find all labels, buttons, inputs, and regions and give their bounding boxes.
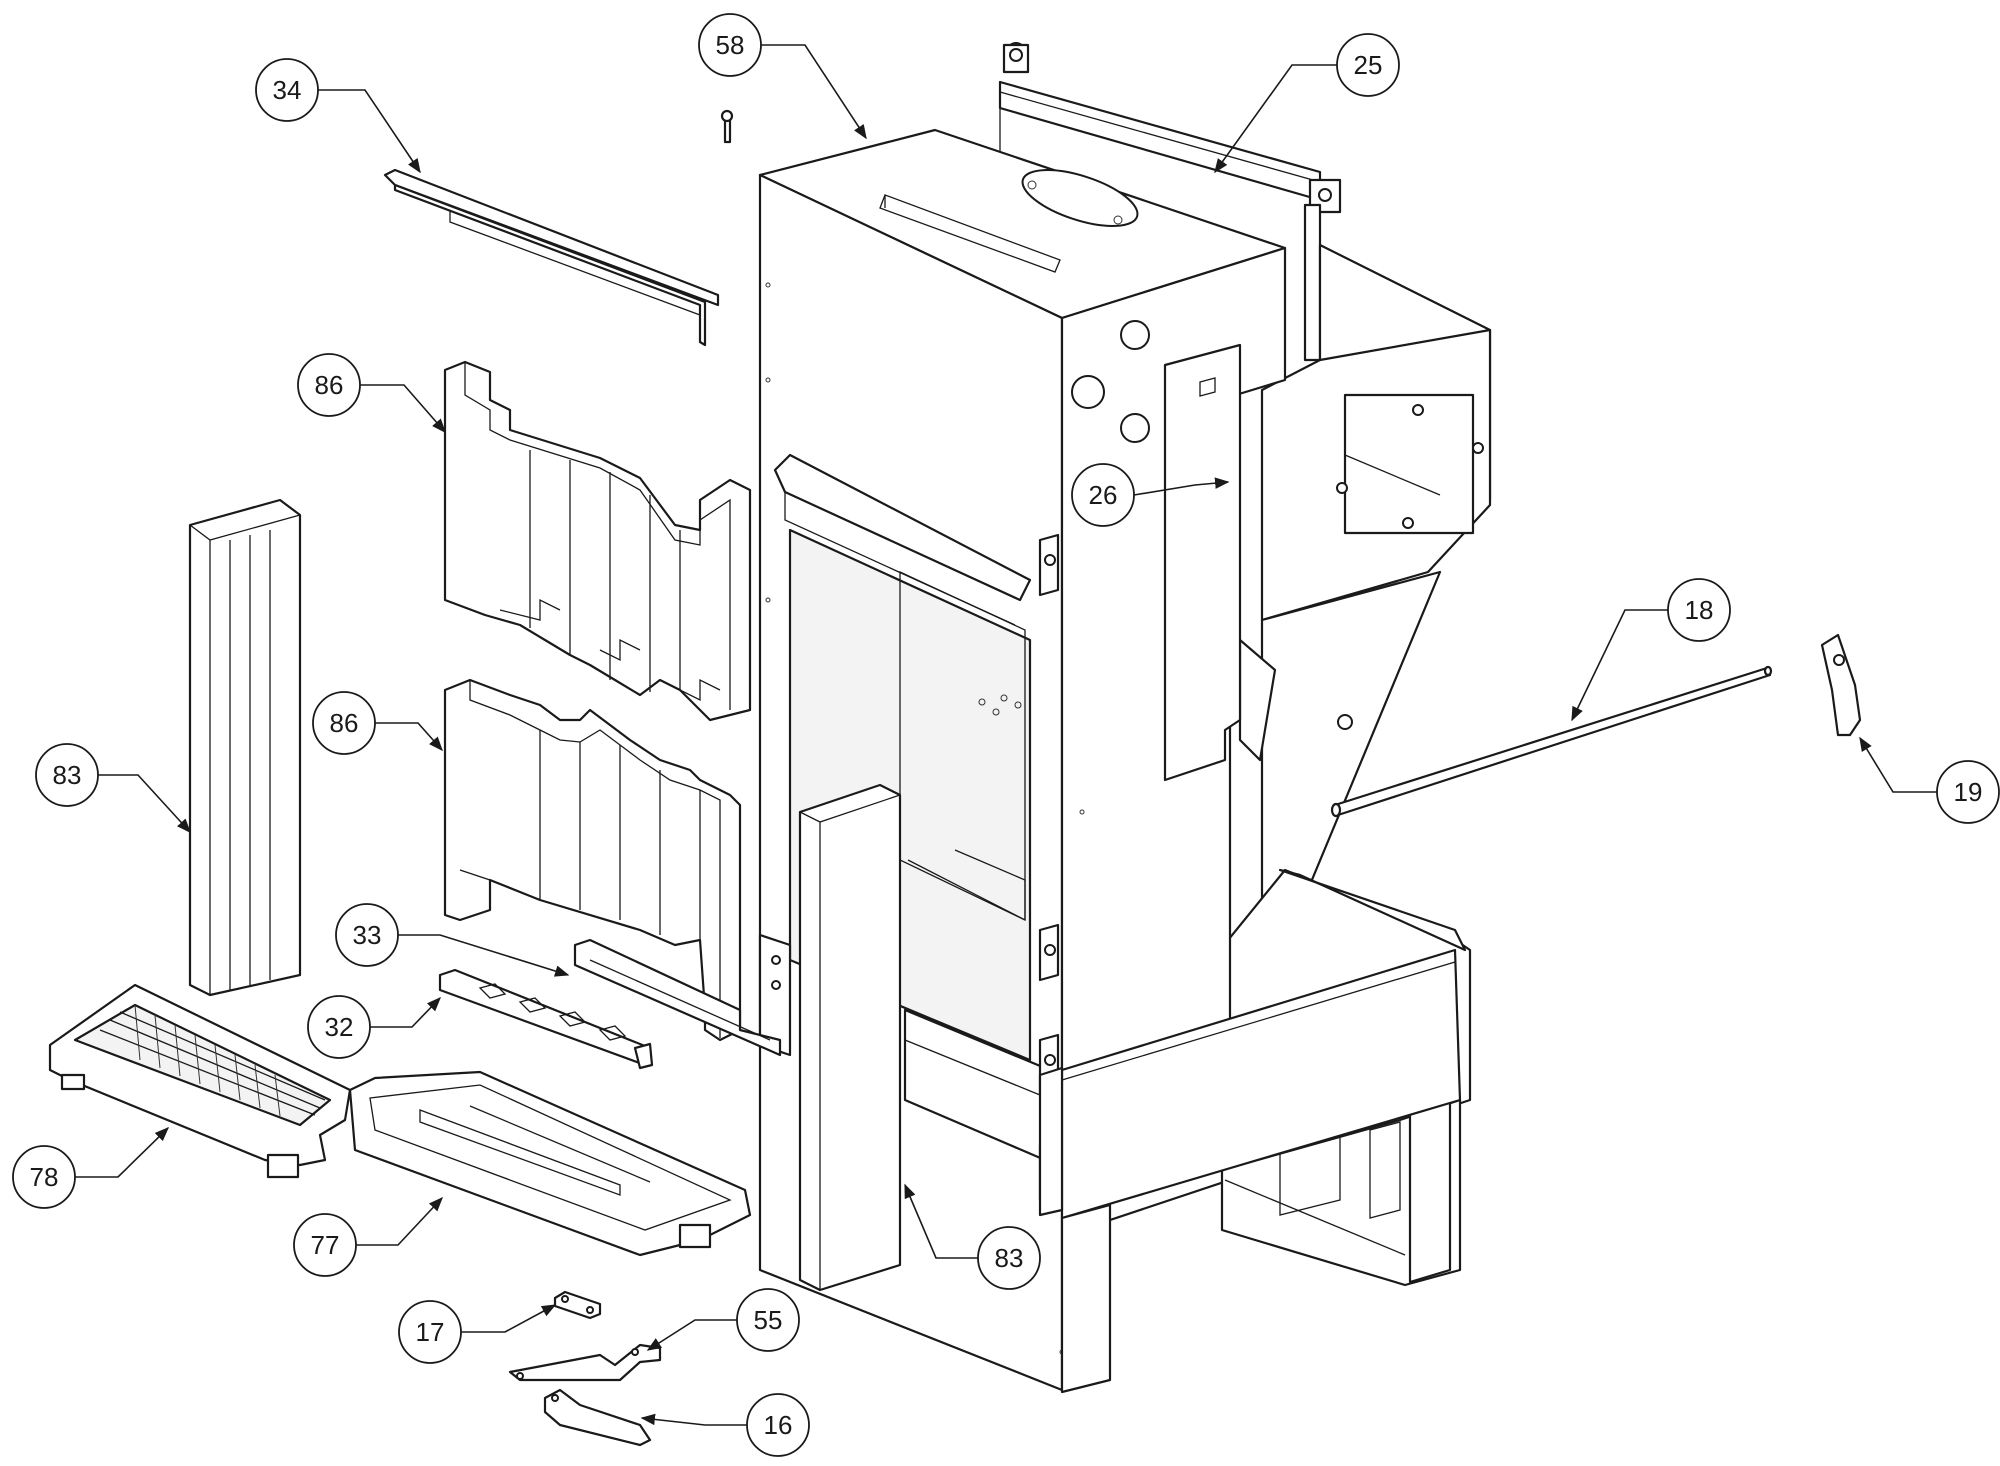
side-panel-part-83-front — [798, 783, 902, 1292]
small-plate-part-17 — [553, 1290, 602, 1320]
callout-55-label: 55 — [754, 1305, 783, 1335]
callout-58-label: 58 — [716, 30, 745, 60]
callout-17: 17 — [398, 1300, 557, 1364]
callout-26: 26 — [1071, 463, 1230, 527]
side-panel-part-83-left — [188, 498, 302, 997]
callout-83-left-label: 83 — [53, 760, 82, 790]
callout-33: 33 — [335, 903, 570, 977]
callout-86-lower: 86 — [312, 691, 443, 755]
callout-78-label: 78 — [30, 1162, 59, 1192]
rod-part-18 — [1330, 665, 1773, 818]
callout-32-label: 32 — [325, 1012, 354, 1042]
lower-liner-part-86 — [443, 678, 742, 1042]
callout-83-front-label: 83 — [995, 1243, 1024, 1273]
callout-25-label: 25 — [1354, 50, 1383, 80]
callout-32: 32 — [307, 995, 442, 1059]
callout-18-label: 18 — [1685, 595, 1714, 625]
upper-liner-part-86 — [443, 360, 752, 722]
callout-86-lower-label: 86 — [330, 708, 359, 738]
rail-part-33 — [573, 938, 782, 1057]
callout-83-left: 83 — [35, 743, 191, 834]
callout-77: 77 — [293, 1196, 443, 1277]
callout-18: 18 — [1571, 578, 1731, 722]
plate-part-16 — [543, 1388, 652, 1447]
callout-86-upper-label: 86 — [315, 370, 344, 400]
ash-grate-part-78 — [48, 983, 352, 1179]
callout-25: 25 — [1214, 33, 1400, 174]
callout-17-label: 17 — [416, 1317, 445, 1347]
callout-86-upper: 86 — [297, 353, 446, 434]
callout-34-label: 34 — [273, 75, 302, 105]
bracket-part-55 — [508, 1343, 662, 1382]
grate-bracket-part-32 — [438, 968, 654, 1070]
top-deflector-part-34 — [383, 168, 720, 347]
main-body-part-58 — [758, 128, 1462, 1394]
callout-19-label: 19 — [1954, 777, 1983, 807]
callout-55: 55 — [646, 1288, 800, 1352]
screw — [720, 109, 734, 144]
callout-58: 58 — [698, 13, 867, 140]
ash-tray-part-77 — [348, 1070, 752, 1257]
callout-16-label: 16 — [764, 1410, 793, 1440]
callout-83-front: 83 — [904, 1183, 1041, 1290]
callout-77-label: 77 — [311, 1230, 340, 1260]
callout-19: 19 — [1859, 736, 2000, 824]
callout-78: 78 — [12, 1126, 170, 1209]
handle-part-19 — [1820, 633, 1862, 737]
callout-16: 16 — [640, 1393, 810, 1457]
callout-34: 34 — [255, 58, 421, 174]
callout-33-label: 33 — [353, 920, 382, 950]
callout-26-label: 26 — [1089, 480, 1118, 510]
